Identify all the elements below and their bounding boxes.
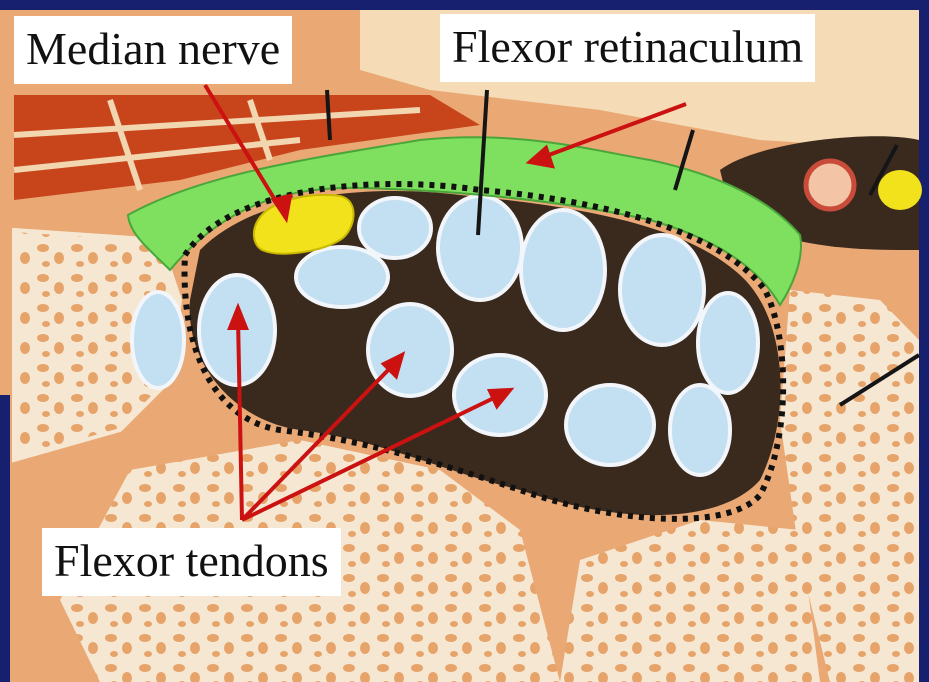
flexor-retinaculum-label: Flexor retinaculum (440, 14, 815, 82)
slide-frame-top (0, 0, 929, 10)
ulnar-artery (806, 161, 854, 209)
flexor-tendon (698, 293, 758, 393)
flexor-tendon (670, 385, 730, 475)
flexor-tendon (132, 292, 184, 388)
ulnar-nerve (878, 170, 922, 210)
slide-frame-right (919, 0, 929, 682)
flexor-tendons-label: Flexor tendons (42, 528, 341, 596)
flexor-tendon (359, 198, 431, 258)
flexor-tendon (620, 235, 704, 345)
median-nerve-label: Median nerve (14, 16, 292, 84)
flexor-tendon (566, 385, 654, 465)
flexor-tendon (296, 247, 388, 307)
flexor-tendon (368, 304, 452, 396)
flexor-tendon (521, 210, 605, 330)
